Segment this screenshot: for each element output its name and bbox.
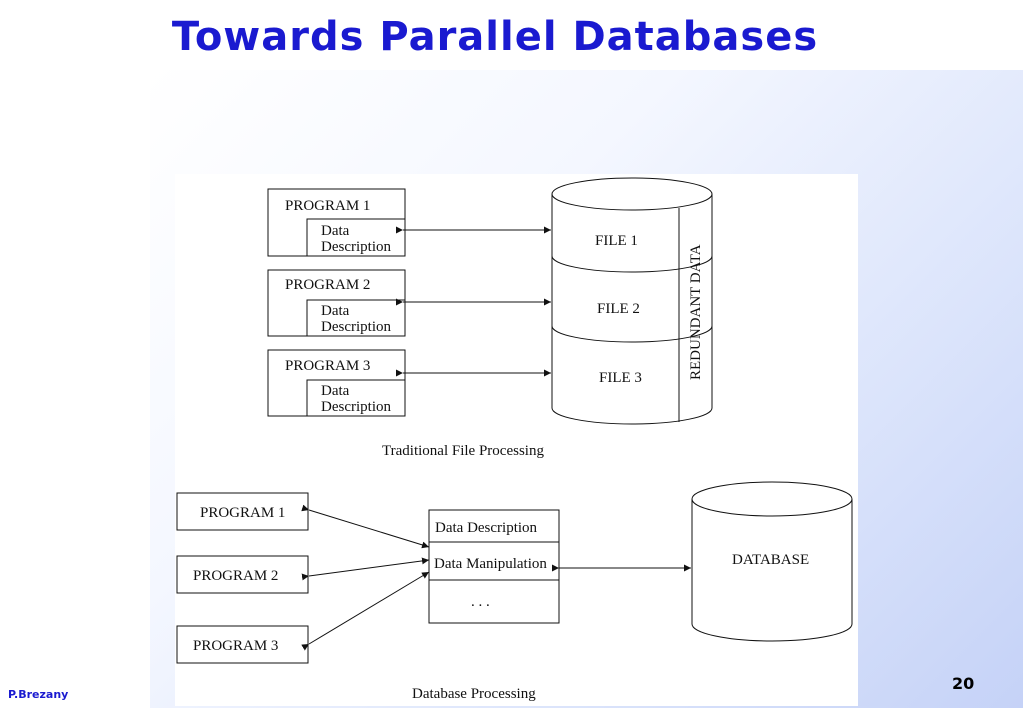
- trad-program-3-box: PROGRAM 3 Data Description: [267, 349, 406, 417]
- db-program-3-label: PROGRAM 3: [193, 638, 278, 654]
- db-arrow-2: [301, 557, 430, 581]
- db-arrow-3: [301, 571, 430, 651]
- db-arrow-1: [301, 504, 430, 549]
- trad-program-2-box: PROGRAM 2 Data Description: [267, 269, 406, 337]
- trad-program-2-desc-line2: Description: [321, 319, 391, 335]
- trad-program-3-desc-line1: Data: [321, 383, 350, 399]
- trad-program-2-desc-line1: Data: [321, 303, 350, 319]
- trad-program-3-label: PROGRAM 3: [285, 358, 370, 374]
- author-footer: P.Brezany: [8, 688, 69, 701]
- trad-program-3-desc-line2: Description: [321, 399, 391, 415]
- file-2-label: FILE 2: [597, 301, 640, 317]
- db-program-2-box: PROGRAM 2: [176, 555, 309, 594]
- traditional-caption: Traditional File Processing: [382, 443, 544, 459]
- database-label: DATABASE: [732, 552, 809, 568]
- file-1-label: FILE 1: [595, 233, 638, 249]
- diagram-figure: PROGRAM 1 Data Description PROGRAM 2 Dat…: [175, 174, 858, 706]
- files-cylinder: FILE 1 FILE 2 FILE 3 REDUNDANT DATA: [551, 177, 713, 425]
- slide-title: Towards Parallel Databases: [171, 14, 819, 60]
- trad-program-1-box: PROGRAM 1 Data Description: [267, 188, 406, 257]
- trad-program-2-label: PROGRAM 2: [285, 277, 370, 293]
- db-program-3-box: PROGRAM 3: [176, 625, 309, 664]
- trad-program-1-desc-line2: Description: [321, 239, 391, 255]
- dbms-data-manipulation: Data Manipulation: [434, 556, 547, 572]
- dbms-ellipsis: . . .: [471, 594, 490, 610]
- db-program-1-box: PROGRAM 1: [176, 492, 309, 531]
- page-number: 20: [952, 674, 975, 693]
- dbms-box: Data Description Data Manipulation . . .: [428, 509, 560, 624]
- file-3-label: FILE 3: [599, 370, 642, 386]
- db-program-1-label: PROGRAM 1: [200, 505, 285, 521]
- database-cylinder: DATABASE: [691, 481, 853, 642]
- db-program-2-label: PROGRAM 2: [193, 568, 278, 584]
- trad-program-1-label: PROGRAM 1: [285, 198, 370, 214]
- dbms-data-description: Data Description: [435, 520, 538, 536]
- redundant-data-label: REDUNDANT DATA: [688, 244, 704, 380]
- database-caption: Database Processing: [412, 686, 536, 702]
- diagram-canvas: PROGRAM 1 Data Description PROGRAM 2 Dat…: [176, 177, 853, 702]
- trad-program-1-desc-line1: Data: [321, 223, 350, 239]
